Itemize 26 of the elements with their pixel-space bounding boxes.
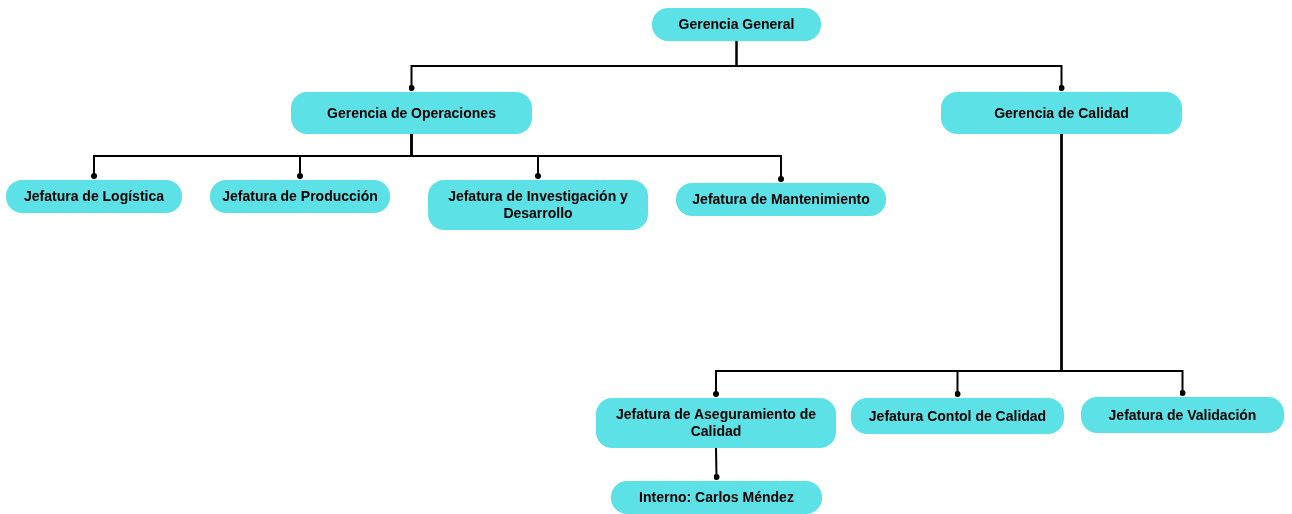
org-box <box>210 180 390 213</box>
org-box <box>611 481 822 514</box>
org-box <box>941 92 1182 134</box>
box-label: Gerencia General <box>678 16 795 33</box>
box-label: Gerencia de Calidad <box>994 104 1129 122</box>
box-label: Jefatura de Validación <box>1108 406 1257 424</box>
box-label: Jefatura de Producción <box>222 188 378 205</box>
box-label: Interno: Carlos Méndez <box>639 489 794 506</box>
box-label: Jefatura Contol de Calidad <box>868 407 1047 425</box>
org-box <box>851 398 1064 434</box>
box-label: Jefatura de Investigación y Desarrollo <box>447 188 629 222</box>
connector-line <box>410 133 784 182</box>
org-box <box>652 8 821 41</box>
connector-line <box>1060 133 1186 396</box>
box-label: Jefatura de Mantenimiento <box>692 191 870 208</box>
org-box <box>6 180 182 213</box>
org-box <box>1081 397 1284 433</box>
org-box <box>676 183 886 216</box>
org-box <box>291 92 532 134</box>
connector-line <box>735 40 1065 91</box>
box-label: Jefatura de Logística <box>23 188 164 205</box>
connector-line <box>713 447 720 480</box>
box-label: Jefatura de Aseguramiento de Calidad <box>614 406 818 440</box>
box-label: Gerencia de Operaciones <box>327 104 496 122</box>
org-box <box>428 180 648 230</box>
org-box <box>596 398 836 448</box>
